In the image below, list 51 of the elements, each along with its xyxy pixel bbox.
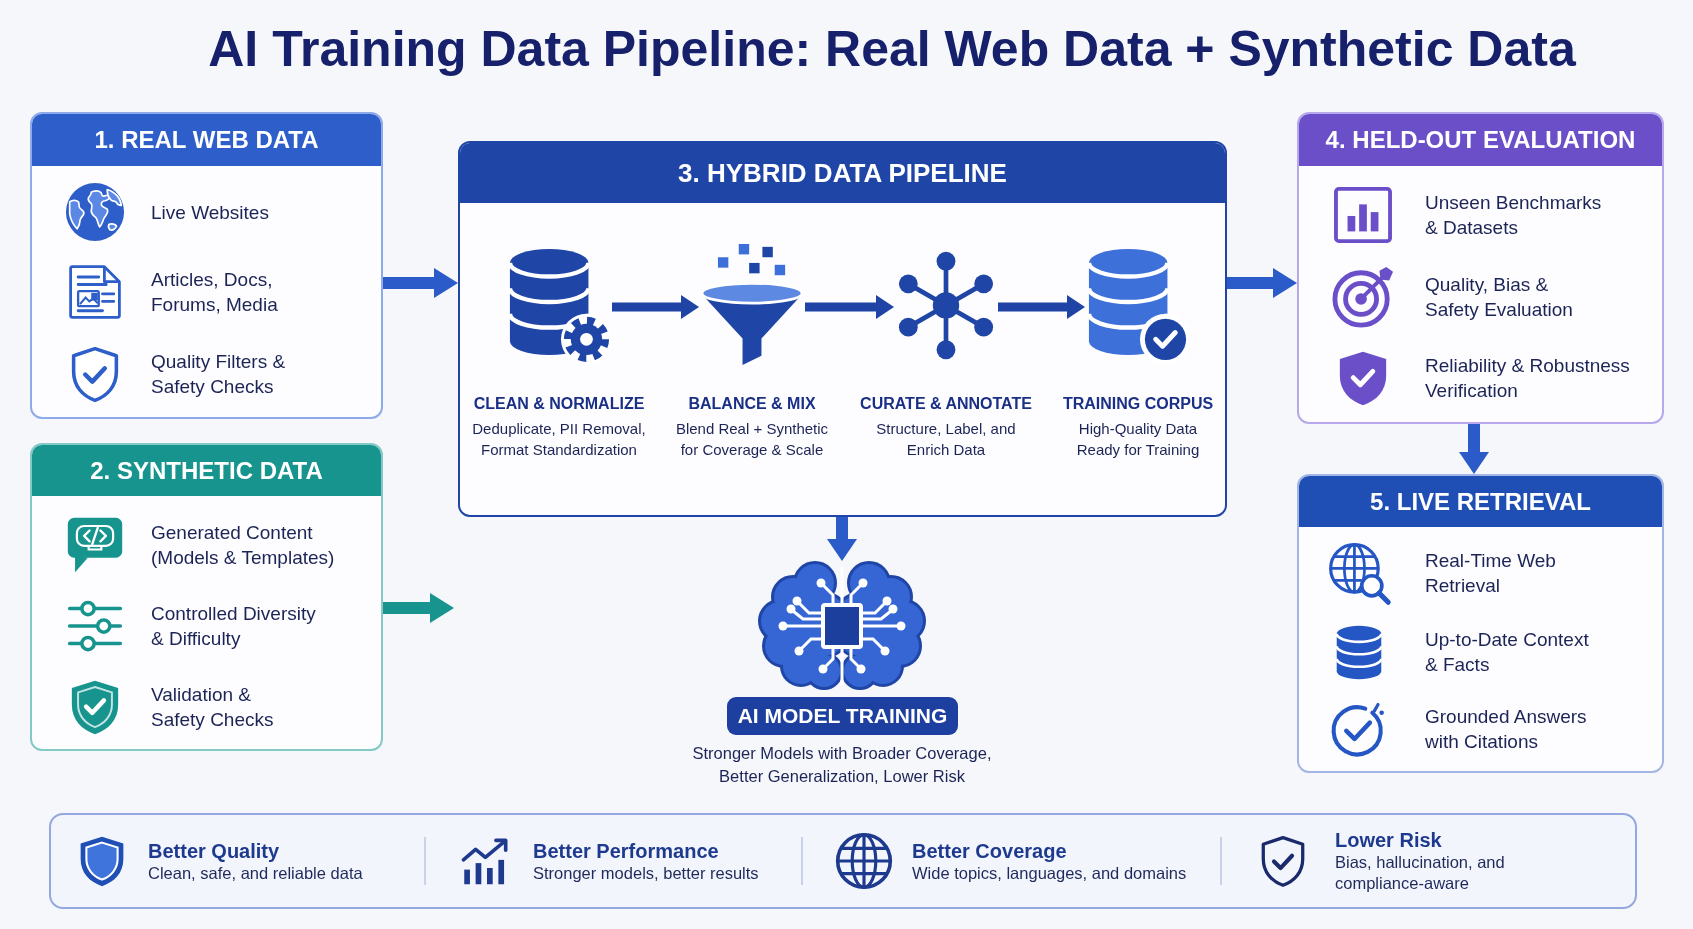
step-title: CURATE & ANNOTATE — [859, 394, 1033, 414]
step-description: Structure, Label, and Enrich Data — [875, 419, 1017, 460]
list-item-text: Up-to-Date Context & Facts — [1425, 628, 1590, 677]
list-item-text: Real-Time Web Retrieval — [1425, 549, 1557, 598]
arrow — [383, 268, 458, 298]
benefit-description: Wide topics, languages, and domains — [912, 862, 1188, 884]
section-card — [30, 112, 383, 419]
benefit-title: Better Quality — [148, 838, 281, 863]
arrow — [612, 295, 699, 319]
step-title: CLEAN & NORMALIZE — [473, 394, 645, 414]
arrow — [805, 295, 894, 319]
section-card — [1297, 112, 1664, 424]
section-card — [458, 141, 1227, 517]
step-title: BALANCE & MIX — [687, 394, 817, 414]
list-item-text: Controlled Diversity & Difficulty — [151, 602, 317, 651]
benefit-description: Clean, safe, and reliable data — [148, 862, 364, 884]
caption-text: Stronger Models with Broader Coverage, Better Generalization, Lower Risk — [692, 743, 992, 787]
section-card — [30, 443, 383, 751]
diagram-title: AI Training Data Pipeline: Real Web Data + Synthetic Data — [208, 20, 1576, 78]
step-description: Deduplicate, PII Removal, Format Standardization — [471, 419, 647, 460]
arrow — [1459, 424, 1489, 474]
brain-chip-illustration — [757, 561, 927, 691]
list-item-text: Quality Filters & Safety Checks — [151, 350, 287, 399]
arrow — [383, 593, 454, 623]
list-item-text: Quality, Bias & Safety Evaluation — [1425, 273, 1574, 322]
list-item-text: Generated Content (Models & Templates) — [151, 521, 336, 570]
arrow — [998, 295, 1085, 319]
section-header: 3. HYBRID DATA PIPELINE — [460, 143, 1225, 203]
section-header: 5. LIVE RETRIEVAL — [1299, 476, 1662, 527]
step-description: High-Quality Data Ready for Training — [1076, 419, 1200, 460]
benefit-title: Lower Risk — [1335, 828, 1443, 852]
list-item-text: Reliability & Robustness Verification — [1425, 354, 1631, 403]
section-header: 1. REAL WEB DATA — [32, 114, 381, 166]
section-card — [1297, 474, 1664, 773]
benefit-description: Stronger models, better results — [533, 862, 760, 884]
label-pill: AI MODEL TRAINING — [727, 697, 958, 735]
step-title: TRAINING CORPUS — [1062, 394, 1214, 414]
list-item-text: Live Websites — [151, 200, 270, 225]
step-description: Blend Real + Synthetic for Coverage & Scale — [675, 419, 829, 460]
list-item-text: Unseen Benchmarks & Datasets — [1425, 191, 1603, 240]
benefit-title: Better Performance — [533, 838, 720, 863]
list-item-text: Grounded Answers with Citations — [1425, 705, 1588, 754]
benefit-title: Better Coverage — [912, 838, 1068, 863]
arrow — [1227, 268, 1297, 298]
section-header: 4. HELD-OUT EVALUATION — [1299, 114, 1662, 166]
arrow — [827, 517, 857, 561]
section-header: 2. SYNTHETIC DATA — [32, 445, 381, 496]
benefits-banner — [49, 813, 1637, 909]
list-item-text: Articles, Docs, Forums, Media — [151, 268, 279, 317]
benefit-description: Bias, hallucination, and compliance-aware — [1335, 852, 1506, 894]
list-item-text: Validation & Safety Checks — [151, 683, 275, 732]
